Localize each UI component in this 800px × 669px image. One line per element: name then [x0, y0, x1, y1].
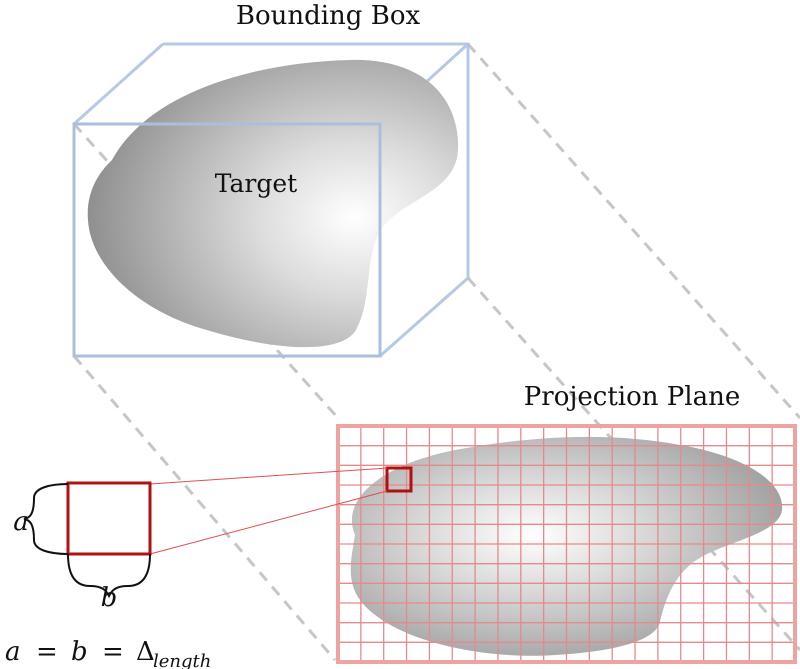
bounding-box-label: Bounding Box	[236, 1, 421, 31]
zoom-leader-lines	[149, 467, 388, 555]
equation-equals-1: =	[36, 637, 58, 667]
projection-grid	[338, 426, 795, 662]
highlighted-grid-cell	[385, 466, 413, 493]
bounding-box-front	[72, 122, 382, 358]
bracket-left-icon	[23, 483, 69, 555]
equation-equals-2: =	[102, 637, 124, 667]
equation-a: a	[5, 637, 21, 667]
projection-line-top	[466, 43, 800, 419]
projection-plane-label: Projection Plane	[524, 382, 740, 412]
side-b-label: b	[101, 583, 118, 613]
projection-line-bottom	[72, 355, 337, 661]
bracket-bottom-icon	[67, 553, 151, 599]
projection-plane-border	[336, 424, 797, 664]
equation-subscript: length	[153, 651, 211, 669]
zoomed-cell	[66, 481, 152, 556]
equation: a = b = Δ length	[5, 637, 211, 669]
equation-delta: Δ	[136, 637, 155, 667]
equation-b: b	[71, 637, 88, 667]
projection-plane	[336, 424, 797, 664]
target-label: Target	[215, 169, 297, 198]
target-blob	[87, 59, 459, 348]
side-a-label: a	[13, 507, 29, 537]
